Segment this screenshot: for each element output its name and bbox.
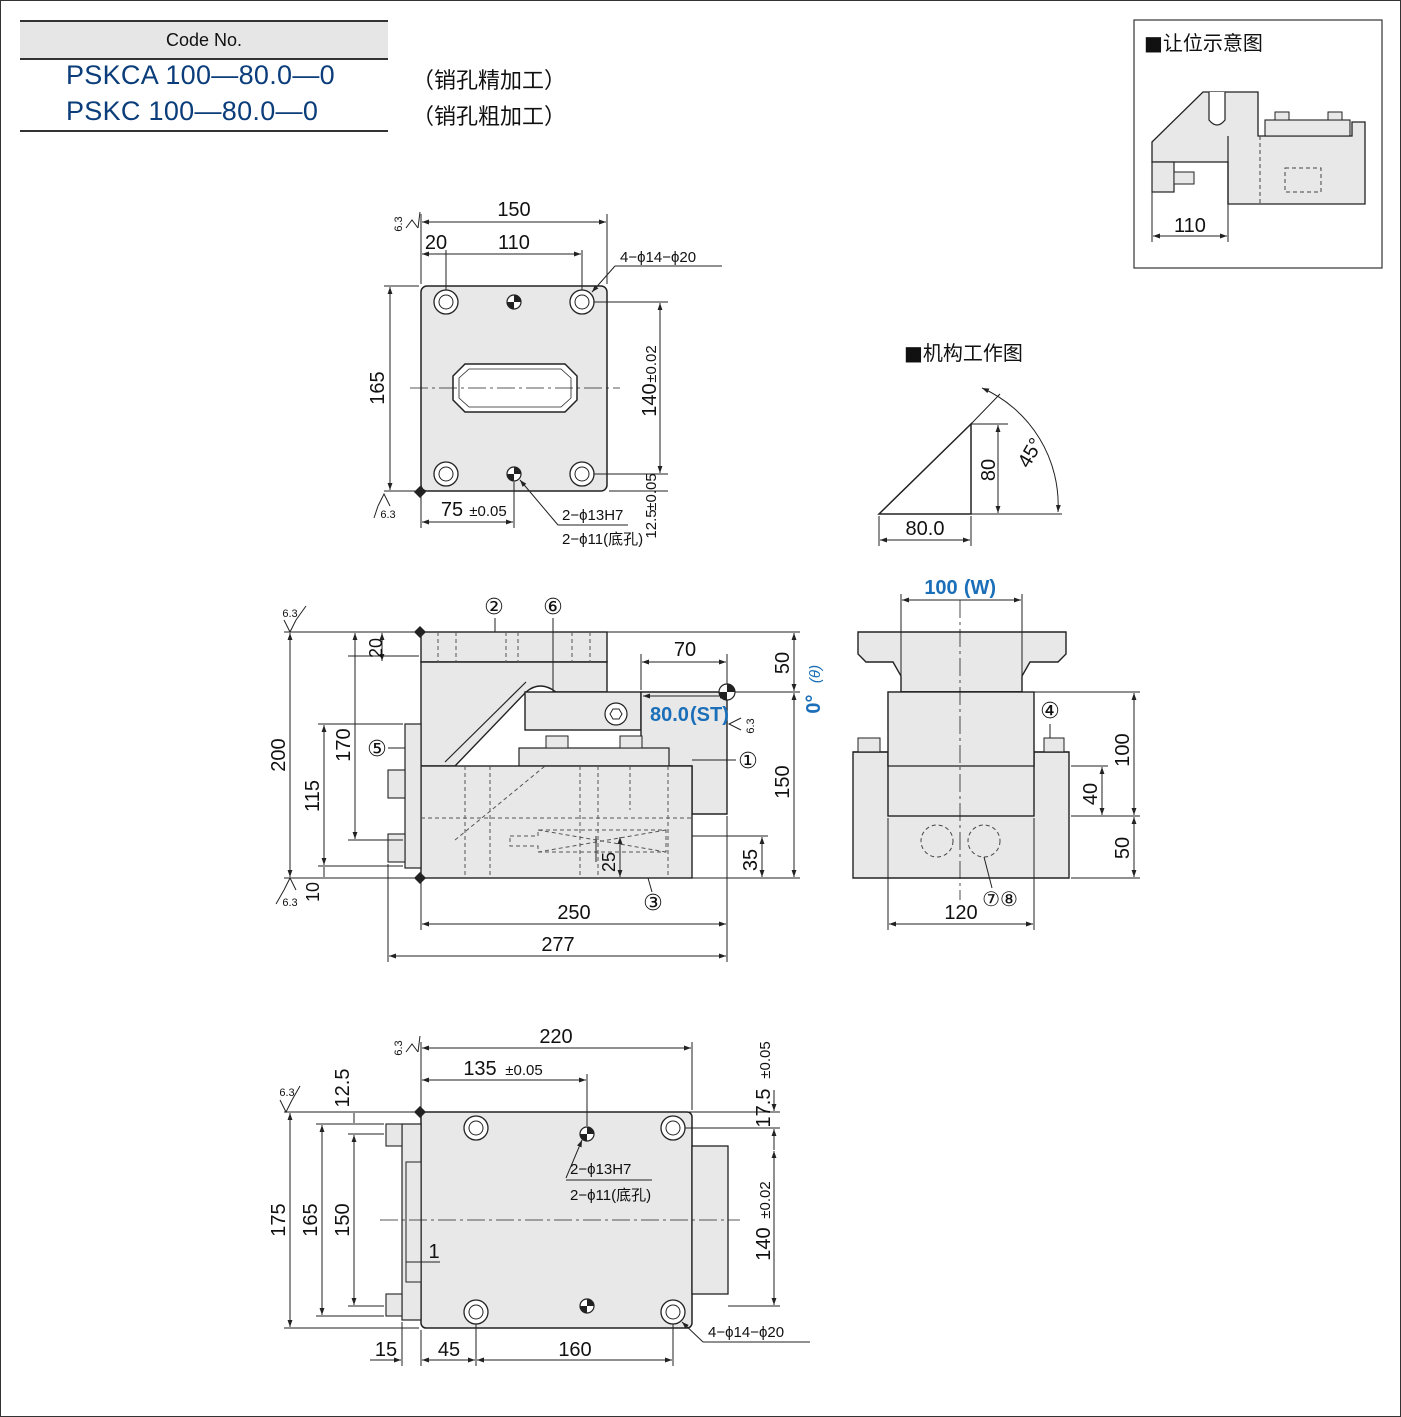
front-dim-25: 25 — [599, 852, 619, 872]
code-note-2: （销孔粗加工） — [412, 104, 567, 129]
top-dim-20: 20 — [425, 232, 447, 254]
bottom-pin-note-2: 2−ϕ11(底孔) — [570, 1187, 651, 1204]
bottom-rough-1: 6.3 — [393, 1040, 405, 1055]
balloon-7-8: ⑦⑧ — [982, 887, 1018, 911]
front-stroke: 80.0 — [650, 704, 689, 726]
mechanism-dim-800: 80.0 — [906, 518, 945, 540]
top-tol-125: ±0.05 — [643, 473, 660, 510]
front-dim-10: 10 — [303, 882, 323, 902]
top-dim-75: 75 — [441, 499, 463, 521]
balloon-5: ⑤ — [367, 737, 387, 762]
front-angle: 0° — [803, 694, 825, 713]
bottom-dim-45: 45 — [438, 1339, 460, 1361]
front-dim-170: 170 — [333, 728, 355, 761]
top-view: 150 20 110 165 140 ±0.02 12.5 ±0.05 4−ϕ1… — [367, 199, 722, 548]
front-rough-bottom: 6.3 — [282, 897, 297, 909]
front-rough-top: 6.3 — [282, 608, 297, 620]
bottom-dim-135: 135 — [463, 1058, 496, 1080]
bottom-dim-175: 175 — [268, 1203, 290, 1236]
top-tol-140: ±0.02 — [643, 345, 660, 382]
front-rough-side: 6.3 — [745, 718, 757, 733]
front-theta: (θ) — [807, 665, 824, 683]
top-rough-2: 6.3 — [380, 509, 395, 521]
bottom-dim-15: 15 — [375, 1339, 397, 1361]
balloon-1: ① — [738, 749, 758, 774]
bottom-tol-140: ±0.02 — [757, 1181, 774, 1218]
bottom-dim-220: 220 — [539, 1026, 572, 1048]
clearance-dim-110: 110 — [1174, 215, 1206, 237]
top-rough-1: 6.3 — [393, 216, 405, 231]
bottom-view-holes — [463, 1115, 686, 1325]
mechanism-title: ■机构工作图 — [904, 341, 1023, 365]
front-dim-150: 150 — [772, 765, 794, 798]
bottom-holes-note: 4−ϕ14−ϕ20 — [708, 1324, 784, 1341]
front-view: 80.0 (ST) 70 50 0° (θ) 150 35 25 200 170 — [268, 595, 825, 962]
bottom-tol-175b: ±0.05 — [757, 1041, 774, 1078]
side-dim-120: 120 — [944, 902, 977, 924]
balloon-4: ④ — [1040, 699, 1060, 724]
bottom-pin-note-1: 2−ϕ13H7 — [570, 1161, 631, 1178]
clearance-title: ■让位示意图 — [1144, 31, 1263, 55]
bottom-view-pin-holes — [579, 1126, 595, 1314]
front-dim-277: 277 — [541, 934, 574, 956]
bottom-view: 220 135 ±0.05 175 165 150 12.5 1 17.5 ±0… — [268, 1026, 810, 1366]
top-pin-note-1: 2−ϕ13H7 — [562, 507, 623, 524]
bottom-dim-160: 160 — [558, 1339, 591, 1361]
side-dim-40: 40 — [1080, 783, 1102, 805]
clearance-diagram: ■让位示意图 110 — [1133, 19, 1383, 269]
balloon-6: ⑥ — [543, 595, 563, 620]
top-view-holes — [433, 289, 595, 487]
front-dim-250: 250 — [557, 902, 590, 924]
top-pin-note-2: 2−ϕ11(底孔) — [562, 531, 643, 548]
bottom-rough-2: 6.3 — [279, 1087, 294, 1099]
top-dim-110: 110 — [498, 232, 530, 254]
top-tol-75: ±0.05 — [469, 503, 506, 520]
bottom-dim-175b: 17.5 — [753, 1089, 775, 1128]
code-note-1: （销孔精加工） — [412, 68, 567, 93]
side-view: 100 (W) 100 40 50 120 ⑦⑧ ④ — [852, 577, 1140, 930]
side-width-tag: (W) — [964, 577, 996, 599]
balloon-3: ③ — [643, 891, 663, 916]
top-view-pin-holes — [506, 294, 522, 482]
front-dim-20: 20 — [366, 638, 386, 658]
front-dim-115: 115 — [302, 780, 324, 812]
mechanism-dim-80: 80 — [978, 459, 1000, 481]
code-table: PSKCA 100—80.0—0 PSKC 100—80.0—0 — [20, 58, 388, 132]
code-table-header: Code No. — [20, 20, 388, 60]
bottom-dim-140: 140 — [753, 1227, 775, 1260]
front-dim-200: 200 — [268, 738, 290, 771]
top-dim-125: 12.5 — [643, 509, 660, 538]
bottom-dim-125: 12.5 — [332, 1069, 354, 1108]
bottom-dim-150: 150 — [332, 1203, 354, 1236]
side-dim-50: 50 — [1112, 837, 1134, 859]
code-row-1: PSKCA 100—80.0—0 — [66, 60, 335, 90]
code-row-2: PSKC 100—80.0—0 — [66, 96, 319, 126]
bottom-tol-135: ±0.05 — [505, 1062, 542, 1079]
top-dim-150: 150 — [497, 199, 530, 221]
side-dim-100: 100 — [1112, 733, 1134, 766]
front-dim-50: 50 — [772, 652, 794, 674]
top-dim-140: 140 — [639, 383, 661, 416]
mechanism-diagram: ■机构工作图 80 45° 80.0 — [877, 341, 1062, 546]
top-dim-165: 165 — [367, 371, 389, 404]
top-holes-note: 4−ϕ14−ϕ20 — [620, 249, 696, 266]
front-stroke-tag: (ST) — [690, 704, 729, 726]
bottom-dim-1: 1 — [428, 1241, 439, 1263]
front-dim-70: 70 — [674, 639, 696, 661]
mechanism-dim-45: 45° — [1014, 434, 1048, 471]
side-width-value: 100 — [924, 577, 957, 599]
front-dim-35: 35 — [740, 849, 762, 871]
balloon-2: ② — [484, 595, 504, 620]
bottom-dim-165: 165 — [300, 1203, 322, 1236]
